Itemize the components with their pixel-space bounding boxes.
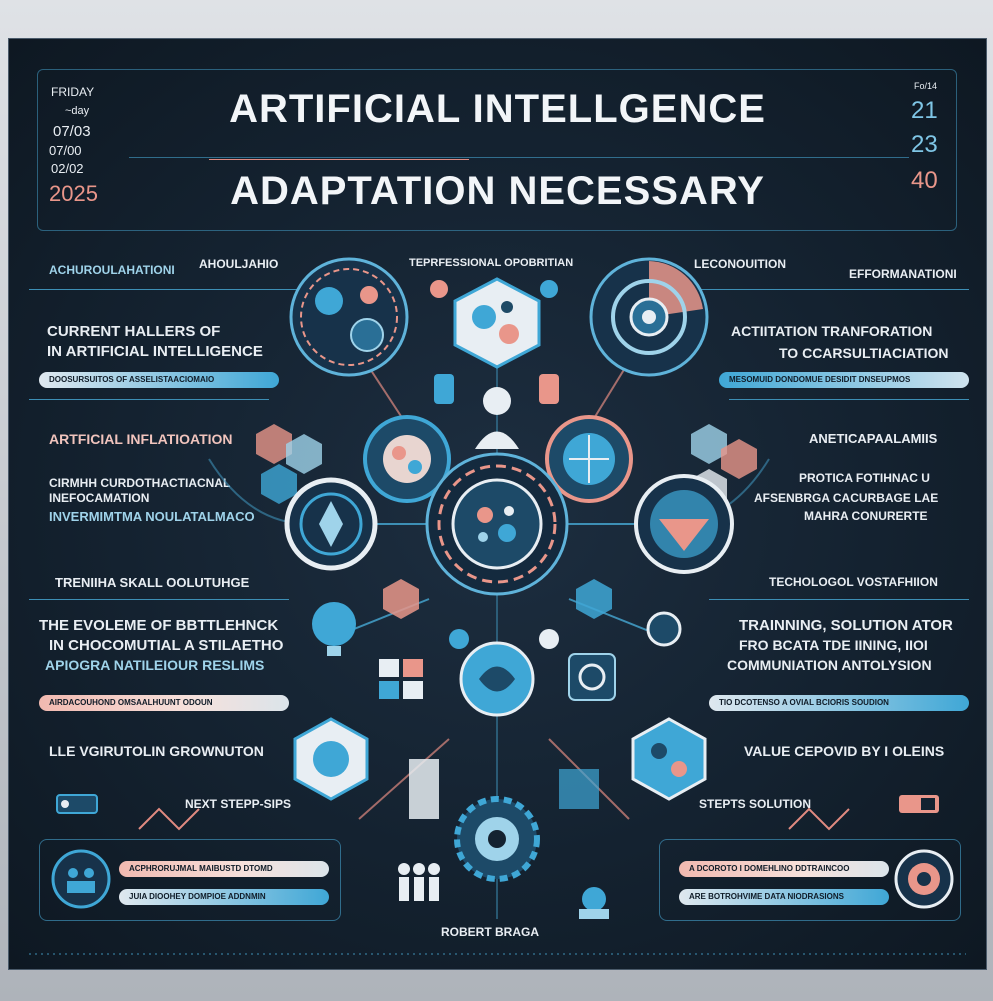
right-block-2b: AFSENBRGA CACURBAGE LAE — [754, 491, 939, 505]
left-block-2a: CIRMHH CURDOTHACTIACNAL — [49, 476, 231, 490]
right-heading-1: ACTIITATION TRANFORATION — [731, 323, 933, 339]
left-section-4: LLE VGIRUTOLIN GROWNUTON — [49, 743, 264, 759]
right-section-4: VALUE CEPOVID BY I OLEINS — [744, 743, 945, 759]
brain-circle-icon — [459, 641, 535, 717]
top-label-far-right: EFFORMANATIONI — [849, 267, 957, 281]
right-pill-4a: A DCOROTO I DOMEHLINO DDTRAINCOO — [679, 861, 889, 877]
gears-hexagon-icon — [453, 277, 541, 369]
people-group-icon — [398, 863, 440, 901]
device-icon — [899, 795, 939, 813]
left-block-3c: APIOGRA NATILEIOUR RESLIMS — [45, 657, 265, 673]
left-heading-1: CURRENT HALLERS OF — [47, 323, 221, 340]
top-label-far-left: ACHUROULAHATIONI — [49, 263, 175, 277]
right-date-1: 21 — [911, 97, 938, 124]
globe-circle-icon — [545, 415, 633, 503]
title-line-2: ADAPTATION NECESSARY — [230, 169, 765, 213]
photo-grid-icon — [379, 659, 423, 699]
right-date-0: Fo/14 — [914, 81, 938, 91]
right-pill-4b: ARE BOTROHVIME DATA NIODRASIONS — [679, 889, 889, 905]
left-heading-1b: IN ARTIFICIAL INTELLIGENCE — [47, 343, 263, 360]
right-date-2: 23 — [911, 131, 938, 158]
right-block-2c: MAHRA CONURERTE — [804, 509, 928, 523]
camera-icon — [579, 887, 609, 919]
hexagon-cluster-icon — [256, 424, 322, 504]
node-icon — [449, 629, 469, 649]
central-illustration — [29, 257, 966, 955]
network-circle-icon — [363, 415, 451, 503]
left-date-0: FRIDAY — [51, 85, 95, 99]
left-date-4: 02/02 — [51, 161, 84, 176]
person-silhouette-icon — [475, 387, 519, 449]
nodes-hexagon-icon — [631, 717, 707, 801]
server-stack-icon — [409, 759, 599, 819]
hexagon-cluster-icon — [383, 579, 612, 619]
top-label-left: AHOULJAHIO — [199, 257, 279, 271]
author-name: ROBERT BRAGA — [441, 925, 539, 939]
device-icon — [56, 794, 98, 814]
left-rule-3 — [29, 599, 289, 600]
divider-accent — [209, 159, 469, 160]
right-date-3: 40 — [911, 167, 938, 194]
left-rule-1 — [29, 289, 329, 290]
next-steps-label: NEXT STEPP-SIPS — [185, 797, 292, 811]
top-label-right: LECONOUITION — [694, 257, 786, 271]
bottle-icon — [539, 374, 559, 404]
infographic-board: ARTIFICIAL INTELLGENCE ADAPTATION NECESS… — [8, 38, 987, 970]
gear-icon — [454, 796, 540, 882]
left-rule-2 — [29, 399, 269, 400]
left-pill-1: DOOSURSUITOS OF ASSELISTAACIOMAIO — [39, 372, 279, 388]
right-block-3a: TRAINNING, SOLUTION ATOR — [739, 617, 953, 634]
pin-icon — [540, 280, 558, 298]
left-pill-4b: JUIA DIOOHEY DOMPIOE ADDNMIN — [119, 889, 329, 905]
left-block-2c: INVERMIMTMA NOULATALMACO — [49, 509, 255, 524]
left-block-3a: THE EVOLEME OF BBTTLEHNCK — [39, 617, 279, 634]
top-label-center: TEPRFESSIONAL OPOBRITIAN — [409, 257, 574, 269]
right-section-2: ANETICAPAALAMIIS — [809, 431, 938, 446]
pin-icon — [430, 280, 448, 298]
left-pill-4a: ACPHRORUJMAL MAIBUSTD DTOMD — [119, 861, 329, 877]
right-rule-1 — [669, 289, 969, 290]
left-section-3: TRENIIHA SKALL OOLUTUHGE — [55, 575, 250, 590]
left-pill-3: AIRDACOUHOND OMSAALHUUNT ODOUN — [39, 695, 289, 711]
right-block-3c: COMMUNIATION ANTOLYSION — [727, 657, 932, 673]
bottle-icon — [434, 374, 454, 404]
team-circle-icon — [51, 849, 111, 909]
node-icon — [539, 629, 559, 649]
right-rule-3 — [709, 599, 969, 600]
light-bulb-icon — [312, 602, 356, 656]
left-bottom-frame — [39, 839, 341, 921]
compass-emblem-icon — [284, 477, 378, 571]
divider-line — [129, 157, 909, 158]
target-circle-icon — [589, 257, 709, 377]
left-date-3: 07/00 — [49, 143, 82, 158]
left-section-2: ARTFICIAL INFLATIOATION — [49, 431, 233, 447]
light-bulb-icon — [646, 611, 682, 647]
title-line-1: ARTIFICIAL INTELLGENCE — [229, 87, 766, 131]
right-bottom-frame — [659, 839, 961, 921]
dashboard-icon — [568, 653, 616, 701]
right-block-3b: FRO BCATA TDE IINING, IIOI — [739, 637, 928, 653]
steps-solution-label: STEPTS SOLUTION — [699, 797, 812, 811]
zigzag-decoration — [138, 807, 200, 831]
zigzag-decoration — [788, 807, 850, 831]
right-rule-2 — [729, 399, 969, 400]
left-date-1: ~day — [65, 105, 90, 117]
left-date-5: 2025 — [49, 181, 98, 206]
left-block-3b: IN CHOCOMUTIAL A STILAETHO — [49, 637, 284, 654]
funnel-emblem-icon — [634, 474, 734, 574]
gears-circle-icon — [289, 257, 409, 377]
spiral-circle-icon — [894, 849, 954, 909]
central-brain-circle-icon — [425, 452, 569, 596]
coin-hexagon-icon — [293, 717, 369, 801]
header-frame — [37, 69, 957, 231]
left-block-2b: INEFOCAMATION — [49, 491, 150, 505]
left-date-2: 07/03 — [53, 123, 91, 140]
right-block-2a: PROTICA FOTIHNAC U — [799, 471, 930, 485]
right-pill-1: MESOMUID DONDOMUE DESIDIT DNSEUPMOS — [719, 372, 969, 388]
right-section-3: TECHOLOGOL VOSTAFHIION — [769, 575, 938, 589]
right-pill-3: TIO DCOTENSO A OVIAL BCIORIS SOUDION — [709, 695, 969, 711]
right-heading-1b: TO CCARSULTIACIATION — [779, 345, 949, 361]
